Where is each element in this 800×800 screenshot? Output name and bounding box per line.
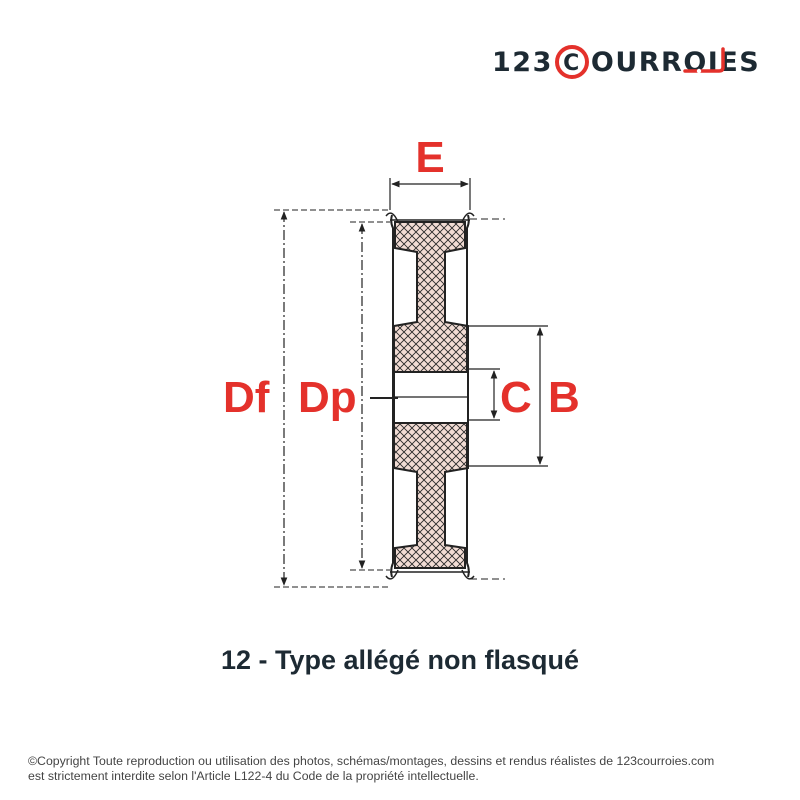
dimension-dp [350,221,398,571]
label-df: Df [223,373,270,422]
diagram-caption: 12 - Type allégé non flasqué [220,645,580,675]
label-dp: Dp [298,373,357,422]
copyright-line-2: est strictement interdite selon l'Articl… [28,769,479,783]
logo-belt-icon [683,46,726,73]
copyright-line-1: ©Copyright Toute reproduction ou utilisa… [28,754,715,768]
brand-logo: 123 C OURR OI ES [492,42,760,82]
logo-middle: OURR [590,46,684,78]
label-e: E [415,133,444,182]
logo-oi-group: OI [683,46,726,78]
logo-c-letter: C [563,51,581,76]
pulley-body-hatched [393,221,469,373]
pulley-section [385,212,475,580]
label-b: B [548,373,580,422]
pulley-diagram: E Df Dp C B [223,133,580,588]
logo-i-letter: I [707,46,720,78]
copyright-notice: ©Copyright Toute reproduction ou utilisa… [28,754,788,784]
dimension-c [468,368,500,421]
logo-prefix: 123 [492,46,553,78]
logo-c-ring-icon: C [554,45,589,79]
label-c: C [500,373,532,422]
dimension-b [468,325,548,467]
dimension-df [274,209,388,588]
pulley-body-hatched-lower [393,422,469,569]
logo-suffix: ES [719,46,761,78]
dimension-e [389,178,471,210]
pulley-flange-top [385,212,475,223]
pulley-flange-bottom [385,569,475,580]
